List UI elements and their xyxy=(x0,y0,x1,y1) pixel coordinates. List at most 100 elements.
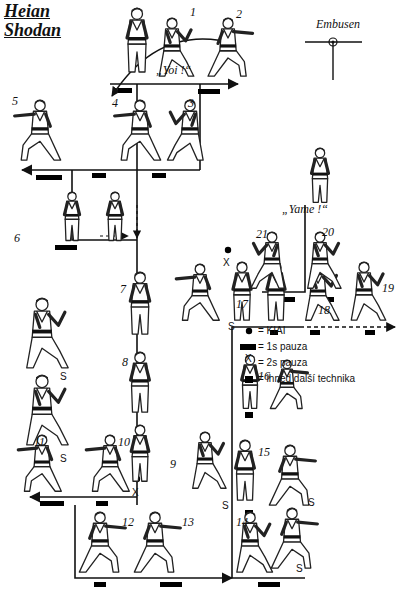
figure-collar xyxy=(196,275,205,284)
move-number: 14 xyxy=(236,516,248,529)
figure-arm xyxy=(161,526,181,528)
karateka-figure xyxy=(233,262,251,321)
figure-collar xyxy=(95,523,104,532)
move-number: 20 xyxy=(322,226,334,239)
figure-arm xyxy=(325,243,338,254)
figure-collar xyxy=(135,111,144,120)
figure-arm xyxy=(143,22,147,38)
figure-arm xyxy=(18,448,36,450)
move-number: 19 xyxy=(382,282,394,295)
figure-arm xyxy=(298,522,318,524)
figure-collar xyxy=(35,111,44,120)
figure-belt xyxy=(312,173,327,176)
figure-head xyxy=(167,18,177,28)
figure-head xyxy=(315,148,324,157)
figure-arm xyxy=(115,114,135,116)
figure-head xyxy=(359,262,369,272)
figure-arm xyxy=(146,114,151,126)
stance-mark: S xyxy=(296,562,303,575)
embusen-symbol xyxy=(305,41,362,42)
figure-legs xyxy=(182,296,219,321)
figure-gi xyxy=(65,201,79,219)
figure-arm xyxy=(64,203,67,215)
pause-bar xyxy=(36,175,62,180)
figure-belt xyxy=(132,127,149,130)
figure-head xyxy=(135,425,145,435)
pause-bar xyxy=(152,173,166,178)
figure-hair xyxy=(95,512,105,517)
embusen-line xyxy=(110,83,238,85)
figure-belt xyxy=(192,289,208,292)
figure-arm xyxy=(49,312,65,325)
karateka-figure xyxy=(271,508,317,569)
figure-head xyxy=(285,445,295,455)
figure-arm xyxy=(176,277,194,279)
karateka-figure xyxy=(27,374,68,444)
figure-legs xyxy=(21,134,60,160)
move-number: 2 xyxy=(236,8,242,21)
figure-head xyxy=(95,512,105,522)
move-number: 8 xyxy=(122,356,128,369)
pause-bar xyxy=(245,412,253,418)
figure-legs xyxy=(108,219,122,240)
figure-arm xyxy=(131,365,135,380)
karateka-figure xyxy=(115,100,161,161)
dashed-move xyxy=(300,326,395,327)
kiai-dot xyxy=(246,328,252,334)
figure-hair xyxy=(315,148,324,153)
figure-hair xyxy=(132,8,143,14)
figure-belt xyxy=(284,535,301,538)
figure-belt xyxy=(242,539,259,542)
pause-bar xyxy=(310,330,320,335)
figure-hair xyxy=(267,232,277,237)
figure-legs xyxy=(234,295,250,320)
figure-legs xyxy=(132,386,149,412)
figure-belt xyxy=(147,539,164,542)
figure-arm xyxy=(145,437,149,451)
embusen-line xyxy=(262,205,305,292)
figure-legs xyxy=(268,295,284,320)
figure-legs xyxy=(24,467,61,492)
figure-belt xyxy=(128,37,146,41)
move-number: 12 xyxy=(122,516,134,529)
figure-arm xyxy=(47,448,51,459)
figure-collar xyxy=(223,29,232,38)
legend-swatch xyxy=(245,376,253,383)
figure-arm xyxy=(15,114,35,116)
karateka-figure xyxy=(236,440,255,501)
karateka-figure xyxy=(79,512,125,573)
pause-bar xyxy=(160,582,182,587)
figure-head xyxy=(287,508,297,518)
figure-hair xyxy=(240,440,250,445)
figure-belt xyxy=(132,450,148,453)
figure-belt xyxy=(310,289,326,292)
figure-belt xyxy=(34,460,50,463)
embusen-symbol xyxy=(332,42,333,80)
stance-mark: S xyxy=(222,499,229,512)
move-number: 13 xyxy=(182,516,194,529)
figure-head xyxy=(237,262,247,272)
figure-arm xyxy=(210,443,223,454)
figure-arm xyxy=(254,243,267,254)
figure-head xyxy=(111,192,119,200)
figure-legs xyxy=(27,337,68,368)
pause-bar xyxy=(94,582,106,587)
figure-arm xyxy=(296,459,316,461)
karateka-figure xyxy=(64,192,79,241)
figure-legs xyxy=(134,546,173,572)
figure-legs xyxy=(132,457,148,482)
figure-arm xyxy=(115,448,119,459)
embusen-line xyxy=(30,496,137,498)
figure-hair xyxy=(135,272,146,277)
figure-legs xyxy=(208,51,246,76)
legend-text: = KIAI xyxy=(258,325,286,337)
pause-bar xyxy=(118,88,132,93)
pause-bar xyxy=(258,582,280,587)
figure-legs xyxy=(306,296,339,321)
move-number: 11 xyxy=(34,436,45,449)
karateka-figure xyxy=(27,297,68,367)
kiai-dot xyxy=(225,247,231,253)
figure-gi xyxy=(108,201,122,219)
pause-bar xyxy=(96,501,108,506)
